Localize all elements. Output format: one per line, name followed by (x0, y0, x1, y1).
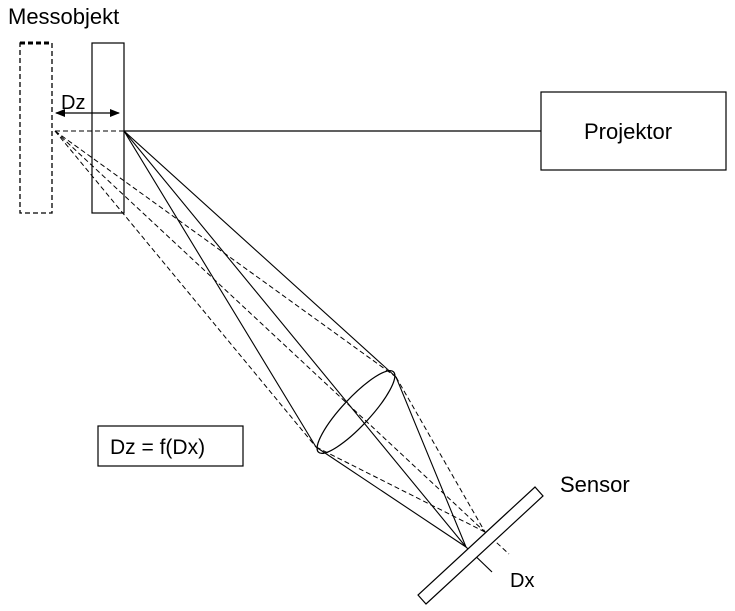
formula-box (97, 425, 244, 467)
object-reference-outline (91, 42, 125, 214)
reference-rays (123, 130, 467, 548)
formula-label: Dz = f(Dx) (110, 436, 205, 459)
projector-box (540, 91, 727, 171)
sensor (417, 486, 544, 605)
displaced-rays (54, 130, 510, 555)
dx-label: Dx (510, 570, 534, 592)
object-label: Messobjekt (8, 4, 119, 29)
sensor-label: Sensor (560, 472, 630, 497)
object-displaced-outline (19, 42, 53, 214)
dz-label: Dz (61, 92, 85, 114)
projector-label: Projektor (584, 119, 672, 144)
